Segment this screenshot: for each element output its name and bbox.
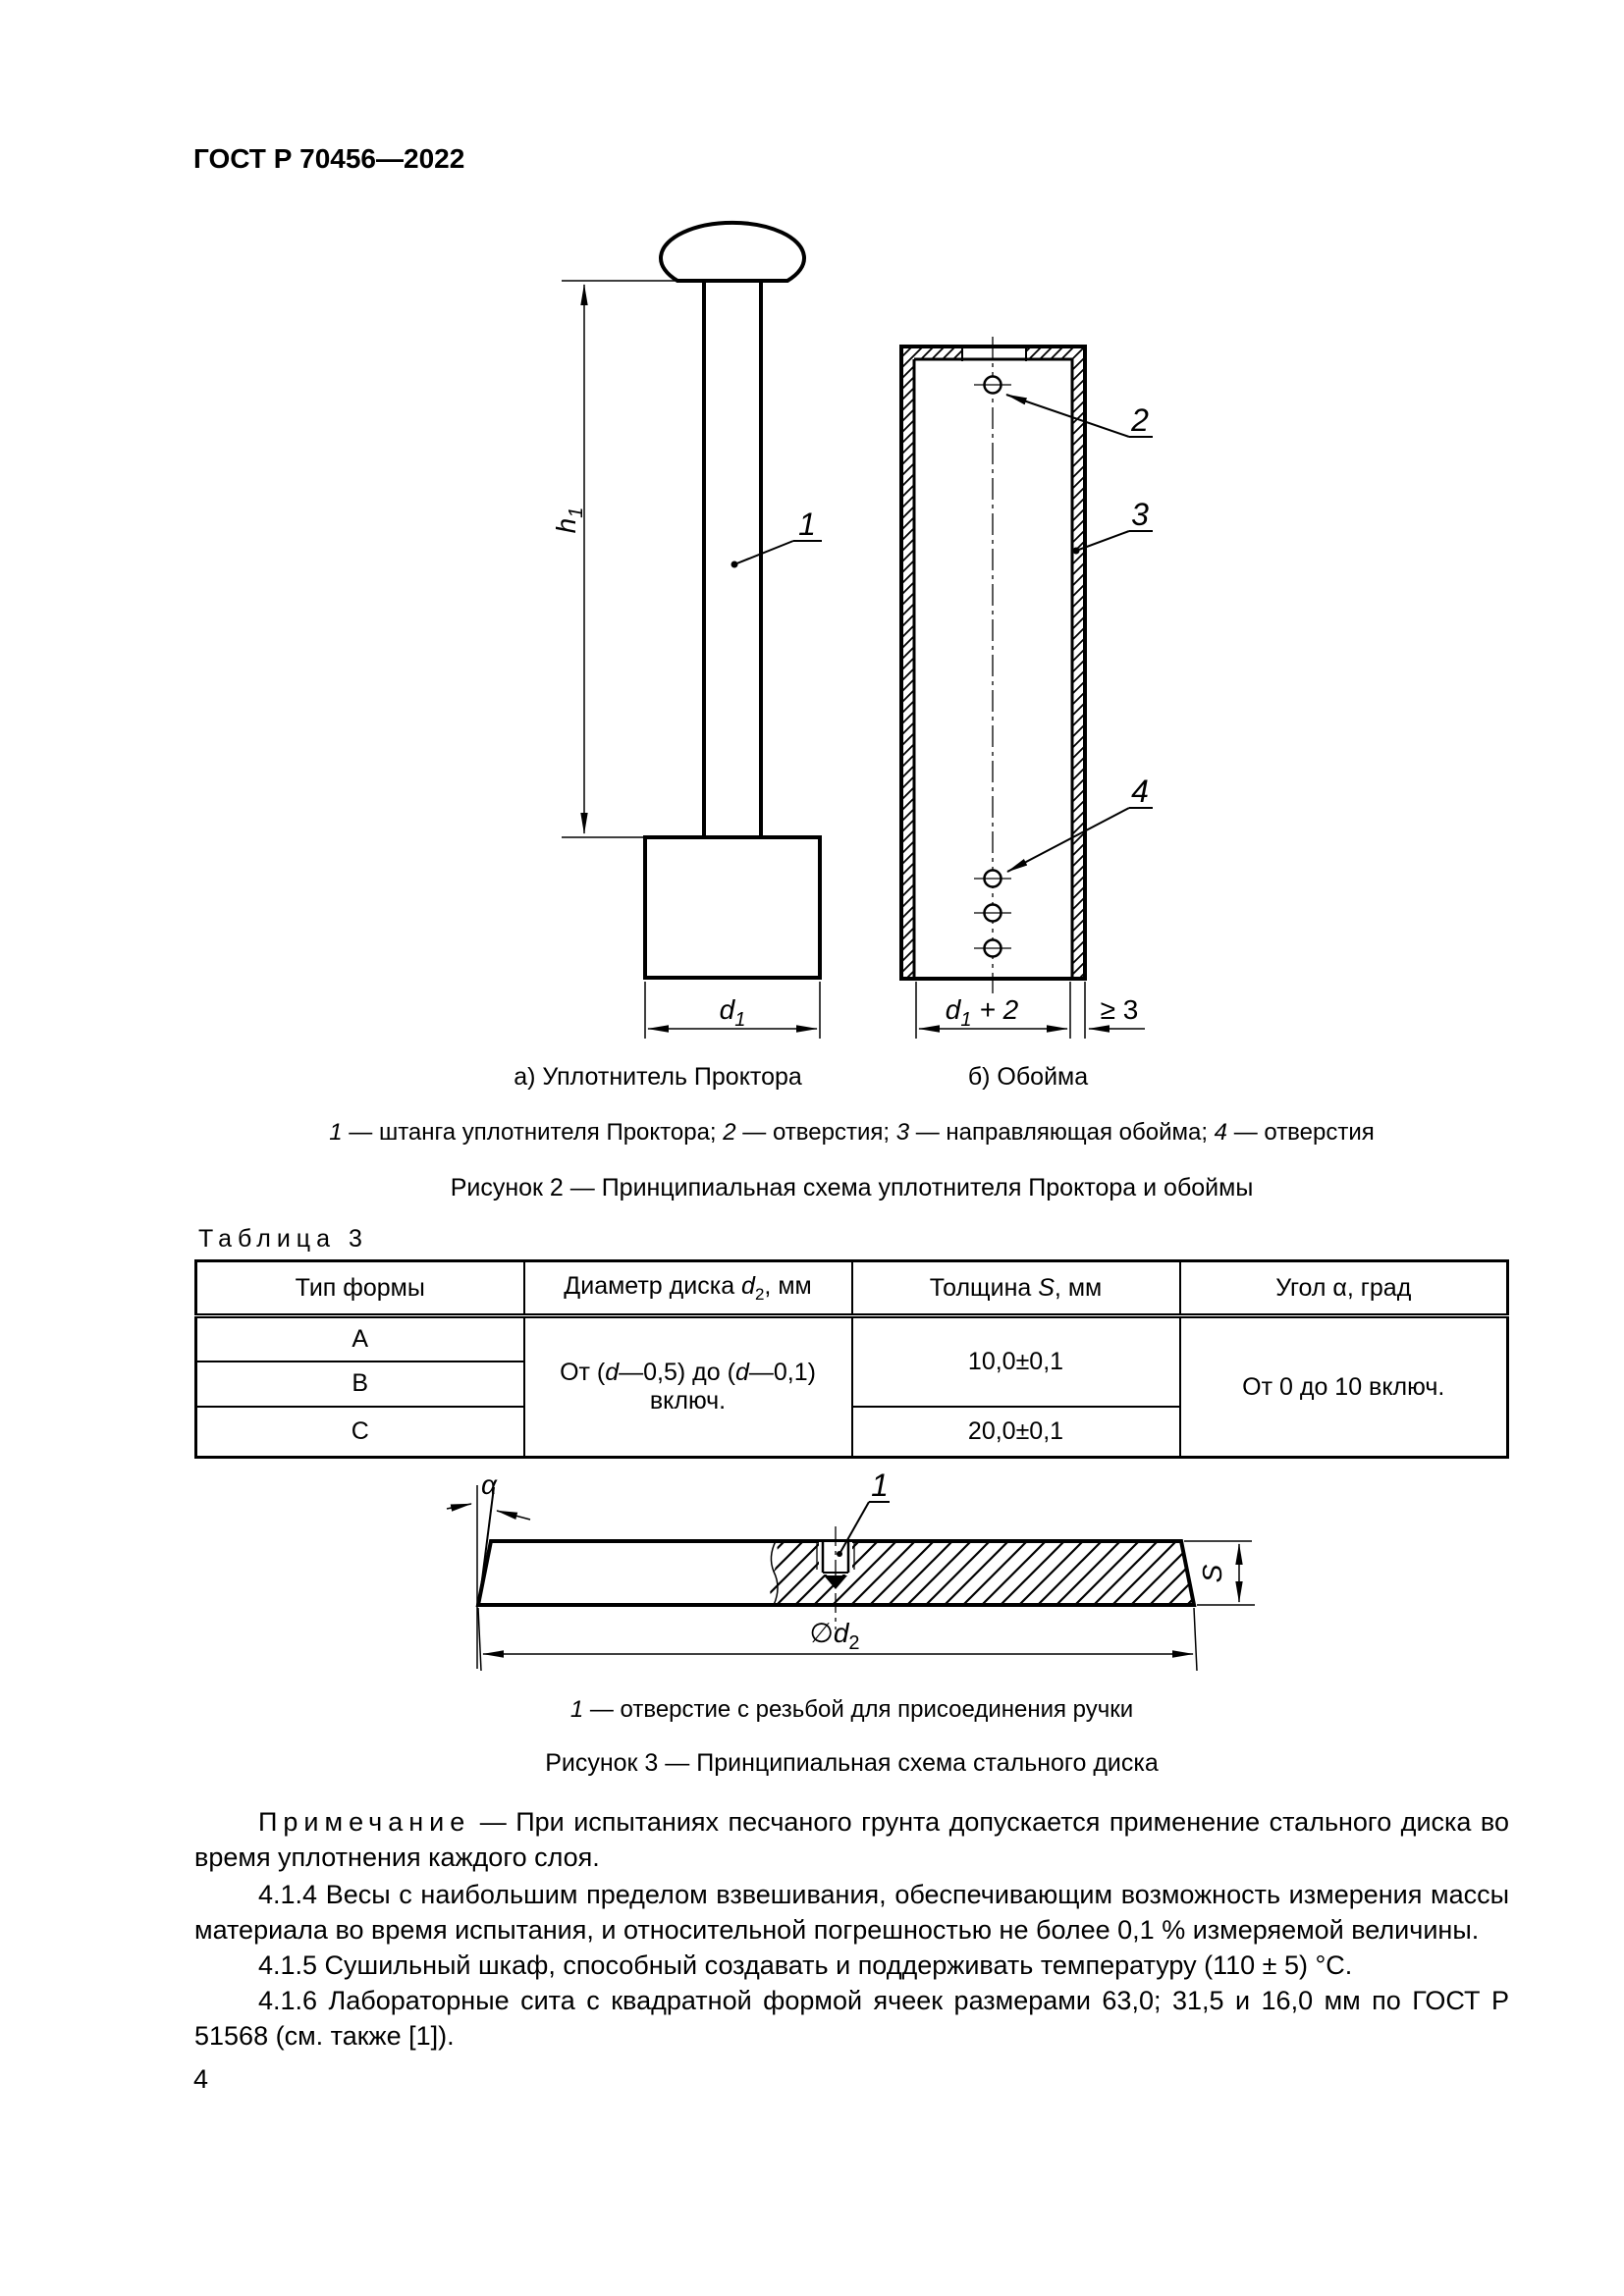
alpha-label: α <box>481 1469 498 1500</box>
leader-line-rod <box>733 540 794 565</box>
alpha-arrow-right <box>496 1510 531 1521</box>
legend-text-3: — направляющая обойма; <box>909 1119 1215 1146</box>
body-paragraphs: 4.1.4 Весы с наибольшим пределом взвешив… <box>194 1877 1509 2054</box>
figure-3-title: Рисунок 3 — Принципиальная схема стально… <box>545 1749 1159 1777</box>
table-row-c: C 20,0±0,1 <box>194 1405 1508 1459</box>
fig3-legend-num-1: 1 <box>569 1696 584 1723</box>
cell-type-a: A <box>194 1314 525 1362</box>
leader-line-hole <box>839 1501 870 1555</box>
table-3: Тип формы Диаметр диска d2, мм Толщина S… <box>194 1259 1509 1459</box>
figure-2a-caption: а) Уплотнитель Проктора <box>514 1063 802 1091</box>
note-label: Примечание <box>258 1807 471 1837</box>
cell-diameter-range: От (d—0,5) до (d—0,1)включ. <box>522 1314 853 1459</box>
col-header-angle: Угол α, град <box>1178 1259 1509 1318</box>
table-3-label: Таблица 3 <box>198 1225 368 1253</box>
alpha-arrow-left <box>446 1503 472 1512</box>
callout-1-hole: 1 <box>871 1468 889 1503</box>
fig3-legend-text-1: — отверстие с резьбой для присоединения … <box>583 1696 1134 1723</box>
cell-angle-range: От 0 до 10 включ. <box>1178 1314 1509 1459</box>
note-text: При испытаниях песчаного грунта допускае… <box>194 1807 1509 1872</box>
drill-cone <box>824 1575 847 1589</box>
figure-2-title: Рисунок 2 — Принципиальная схема уплотни… <box>450 1174 1254 1201</box>
figure-2-legend: 1 — штанга уплотнителя Проктора; 2 — отв… <box>194 1119 1509 1147</box>
legend-num-3: 3 <box>895 1119 910 1146</box>
cell-thickness-ab: 10,0±0,1 <box>850 1314 1181 1408</box>
legend-num-4: 4 <box>1214 1119 1228 1146</box>
table-row-a: A От (d—0,5) до (d—0,1)включ. 10,0±0,1 О… <box>194 1314 1509 1459</box>
legend-num-1: 1 <box>329 1119 343 1146</box>
leader-line-2 <box>1005 394 1130 438</box>
cell-type-c: C <box>194 1405 525 1459</box>
paragraph-4-1-6: 4.1.6 Лабораторные сита с квадратной фор… <box>194 1986 1509 2051</box>
rammer-handle <box>659 220 806 283</box>
page-number: 4 <box>193 2064 209 2094</box>
d1-dimension-label: d1 <box>720 994 746 1031</box>
col-header-thickness: Толщина S, мм <box>850 1259 1181 1318</box>
h1-dimension-label: h1 <box>551 507 587 534</box>
paragraph-4-1-4: 4.1.4 Весы с наибольшим пределом взвешив… <box>194 1880 1509 1945</box>
s-dimension-label: S <box>1197 1564 1227 1582</box>
cell-thickness-c: 20,0±0,1 <box>850 1405 1181 1459</box>
col-header-disk-diameter: Диаметр диска d2, мм <box>522 1259 853 1318</box>
alpha-slant-line <box>478 1486 495 1604</box>
dia-extension-right <box>1193 1607 1198 1672</box>
note-paragraph: Примечание — При испытаниях песчаного гр… <box>194 1804 1509 1875</box>
standard-number-header: ГОСТ Р 70456—2022 <box>193 143 465 174</box>
figure-2b-caption: б) Обойма <box>967 1063 1089 1091</box>
figure-3-legend: 1 — отверстие с резьбой для присоединени… <box>194 1696 1509 1724</box>
leader-line-3 <box>1075 530 1130 552</box>
table-header-row: Тип формы Диаметр диска d2, мм Толщина S… <box>194 1259 1509 1318</box>
d1plus2-dimension-label: d1+ 2 <box>946 994 1019 1031</box>
callout-2-holes: 2 <box>1130 402 1149 438</box>
callout-3-sleeve: 3 <box>1131 497 1149 532</box>
disk-section-hatching <box>770 1541 1194 1605</box>
callout-1-rod: 1 <box>798 507 816 542</box>
callout-4-holes: 4 <box>1131 774 1149 809</box>
table-row-b: B <box>194 1360 1508 1408</box>
cell-type-b: B <box>194 1360 525 1408</box>
legend-text-1: — штанга уплотнителя Проктора; <box>342 1119 724 1146</box>
col-header-form-type: Тип формы <box>194 1259 525 1318</box>
legend-text-2: — отверстия; <box>735 1119 896 1146</box>
figure-2-drawing: h1 1 d1 2 3 <box>551 220 1153 1039</box>
paragraph-4-1-5: 4.1.5 Сушильный шкаф, способный создават… <box>258 1950 1353 1980</box>
section-break-line <box>770 1540 779 1606</box>
dia-dimension-label: ∅d2 <box>809 1618 859 1654</box>
legend-num-2: 2 <box>723 1119 736 1146</box>
figure-3-drawing: 1 α S ∅d2 <box>446 1468 1255 1672</box>
rammer-foot <box>643 835 822 980</box>
legend-text-4: — отверстия <box>1227 1119 1375 1146</box>
wall-dimension-label: ≥ 3 <box>1101 994 1139 1025</box>
leader-line-4 <box>1006 807 1130 873</box>
dia-extension-left <box>477 1607 482 1672</box>
note-dash: — <box>470 1807 516 1837</box>
